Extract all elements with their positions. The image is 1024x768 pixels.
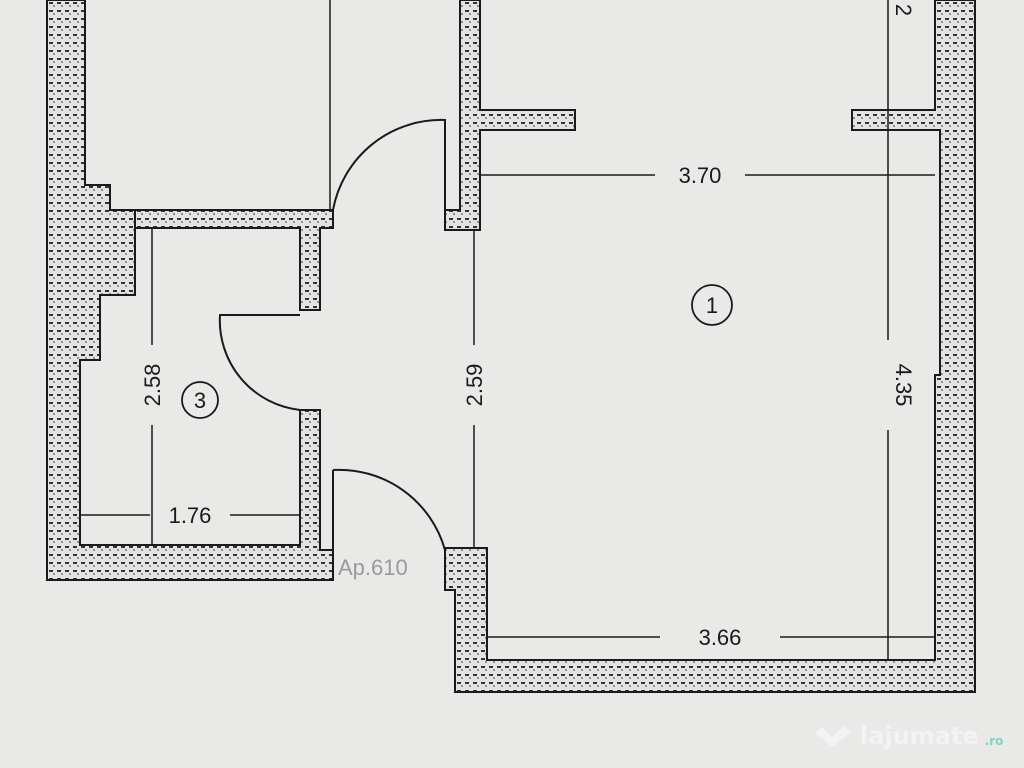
room-1-marker — [691, 284, 733, 326]
dim-room1-bottom: 3.66 — [699, 625, 742, 650]
dim-room3-width: 1.76 — [169, 503, 212, 528]
middle-wall — [444, 0, 576, 231]
left-outer-wall — [46, 0, 334, 581]
dim-top-right-partial: 2 — [891, 4, 916, 16]
dimension-lines — [80, 0, 935, 660]
bottom-wall — [444, 0, 976, 693]
watermark-brand: lajumate — [860, 722, 979, 750]
dim-room1-top: 3.70 — [679, 163, 722, 188]
dim-room1-height: 4.35 — [891, 364, 916, 407]
room-3-number: 3 — [194, 388, 206, 413]
dim-room3-height: 2.58 — [140, 364, 165, 407]
apartment-label: Ap.610 — [338, 555, 408, 580]
watermark: lajumate .ro — [812, 722, 1003, 750]
door-room3-swing — [218, 314, 301, 411]
entry-door-swing — [332, 468, 446, 551]
room-1-number: 1 — [706, 293, 718, 318]
partition-wall-top — [110, 209, 334, 311]
watermark-tld: .ro — [984, 734, 1004, 748]
room-3-marker — [181, 381, 219, 419]
dim-room1-left: 2.59 — [462, 364, 487, 407]
door-room2-swing — [332, 118, 446, 211]
walls — [46, 0, 976, 693]
doors — [218, 118, 446, 551]
lajumate-logo-icon — [815, 726, 851, 747]
